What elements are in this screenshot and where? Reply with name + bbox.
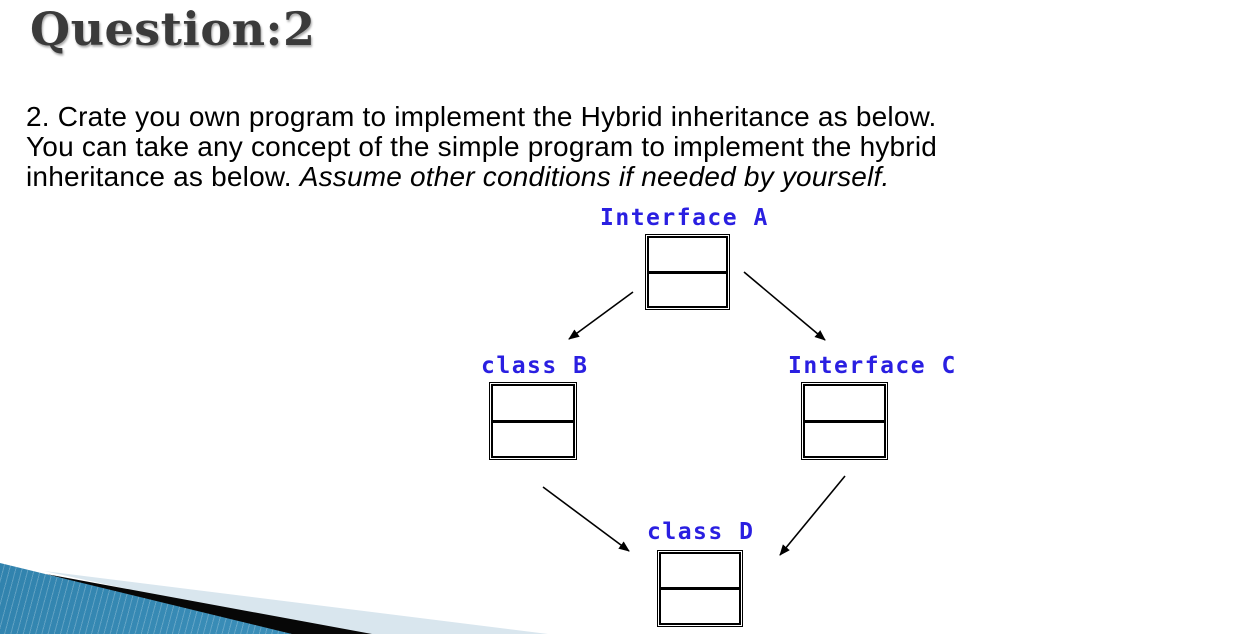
node-box-inner-border (803, 384, 886, 458)
edge-class-b-to-class-d (542, 486, 630, 552)
node-box-class-b (489, 382, 577, 460)
edge-interface-a-to-class-b (568, 291, 634, 340)
node-box-inner-border (491, 384, 575, 458)
node-box-top-compartment (805, 386, 884, 423)
edge-interface-c-to-class-d (779, 475, 846, 556)
node-label-interface-a: Interface A (600, 205, 769, 231)
node-box-inner-border (647, 236, 728, 308)
node-box-bottom-compartment (649, 274, 726, 307)
slide-title: Question:2 (30, 2, 316, 56)
node-box-top-compartment (649, 238, 726, 274)
question-line-2: You can take any concept of the simple p… (26, 131, 938, 162)
question-line-3-italic: Assume other conditions if needed by you… (299, 161, 890, 192)
node-label-interface-c: Interface C (788, 353, 957, 379)
node-box-interface-c (801, 382, 888, 460)
question-paragraph: 2. Crate you own program to implement th… (26, 102, 1186, 192)
node-label-class-d: class D (647, 519, 755, 545)
node-box-class-d (657, 550, 743, 627)
question-line-3-normal: inheritance as below. (26, 161, 300, 192)
question-line-3: inheritance as below. Assume other condi… (26, 162, 1186, 192)
node-box-bottom-compartment (493, 423, 573, 457)
question-line-1: 2. Crate you own program to implement th… (26, 101, 937, 132)
node-box-interface-a (645, 234, 730, 310)
node-box-inner-border (659, 552, 741, 625)
node-box-top-compartment (493, 386, 573, 423)
node-box-top-compartment (661, 554, 739, 590)
edge-interface-a-to-interface-c (743, 271, 826, 341)
node-box-bottom-compartment (661, 590, 739, 623)
node-label-class-b: class B (481, 353, 589, 379)
node-box-bottom-compartment (805, 423, 884, 457)
